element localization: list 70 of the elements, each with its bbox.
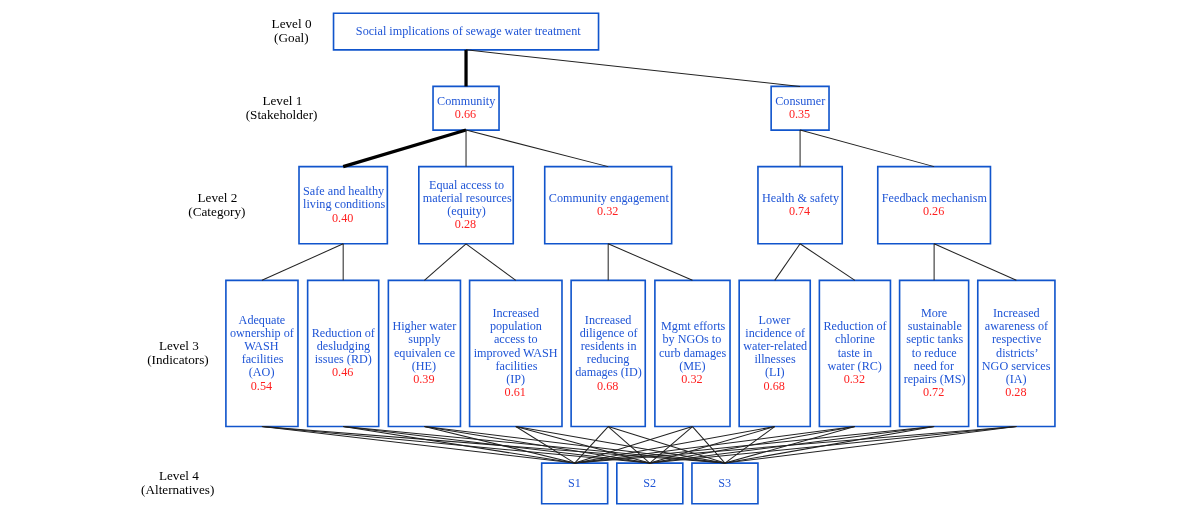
node-box: Social implications of sewage water treatment (332, 12, 600, 51)
connector (574, 426, 935, 464)
connector (691, 426, 726, 464)
connector (799, 129, 801, 168)
connector (574, 426, 856, 464)
node-box: Feedback mechanism 0.26 (876, 165, 992, 245)
connector (724, 426, 1017, 464)
node-box: Lower incidence of water-related illnesses (LI) 0.68 (738, 279, 812, 428)
connector (261, 243, 344, 281)
connector (342, 243, 344, 281)
node-box: Reduction of chlorine taste in water (RC) 0.32 (818, 279, 892, 428)
connector (574, 426, 1017, 464)
connector (423, 426, 726, 464)
connector (515, 426, 726, 464)
label: Level 1 (Stakeholder) (245, 92, 318, 122)
connector (342, 426, 651, 464)
label: Level 4 (Alternatives) (141, 467, 215, 497)
connector (607, 243, 693, 281)
node-box: S2 (616, 462, 684, 505)
connector (649, 426, 776, 464)
node-box: Equal access to material resources (equity) 0.28 (418, 165, 515, 245)
label: Level 3 (Indicators) (147, 337, 209, 367)
node-box: Increased awareness of respective districts’ NGO services (IA) 0.28 (976, 279, 1056, 428)
node-box: Increased population access to improved WASH facilities (IP) 0.61 (468, 279, 563, 428)
node-box: Community engagement 0.32 (543, 165, 673, 245)
node-box: Health & safety 0.74 (757, 165, 844, 245)
connector (649, 426, 1017, 464)
connector (799, 129, 935, 168)
connector (933, 243, 935, 281)
connector (607, 426, 651, 464)
connector (261, 426, 726, 464)
connector (423, 243, 467, 281)
node-box: Community 0.66 (432, 85, 500, 131)
node-box: S3 (691, 462, 759, 505)
connector (724, 426, 856, 464)
connector (342, 426, 576, 464)
connector (724, 426, 776, 464)
label: Level 0 (Goal) (271, 15, 312, 46)
connector (649, 426, 693, 464)
node-box: S1 (540, 462, 609, 505)
connector (465, 243, 517, 281)
node-box: Increased diligence of residents in reducing damages (ID) 0.68 (570, 279, 647, 428)
node-box: Higher water supply equivalen ce (HE) 0.39 (387, 279, 462, 428)
connector (649, 426, 935, 464)
connector (574, 426, 609, 464)
connector (342, 426, 726, 464)
connector (574, 426, 693, 464)
connector (465, 129, 609, 168)
connector (933, 243, 1017, 281)
connector (423, 426, 651, 464)
connector (724, 426, 935, 464)
node-box: Adequate ownership of WASH facilities (AO) 0.54 (225, 279, 299, 428)
connector (465, 49, 801, 87)
connector (574, 426, 776, 464)
connector (607, 426, 726, 464)
node-box: Mgmt efforts by NGOs to curb damages (ME) 0.32 (654, 279, 731, 428)
node-box: Reduction of desludging issues (RD) 0.46 (306, 279, 380, 428)
node-box: Safe and healthy living conditions 0.40 (298, 165, 389, 245)
connector (799, 243, 856, 281)
connector (465, 129, 467, 168)
connector (342, 128, 467, 169)
node-box: More sustainable septic tanks to reduce need for repairs (MS) 0.72 (898, 279, 970, 428)
node-box: Consumer 0.35 (770, 85, 830, 131)
connector (515, 426, 576, 464)
label: Level 2 (Category) (188, 189, 246, 219)
connector (649, 426, 856, 464)
connector (464, 49, 468, 87)
connector (607, 243, 609, 281)
connector (515, 426, 651, 464)
connector (774, 243, 801, 281)
